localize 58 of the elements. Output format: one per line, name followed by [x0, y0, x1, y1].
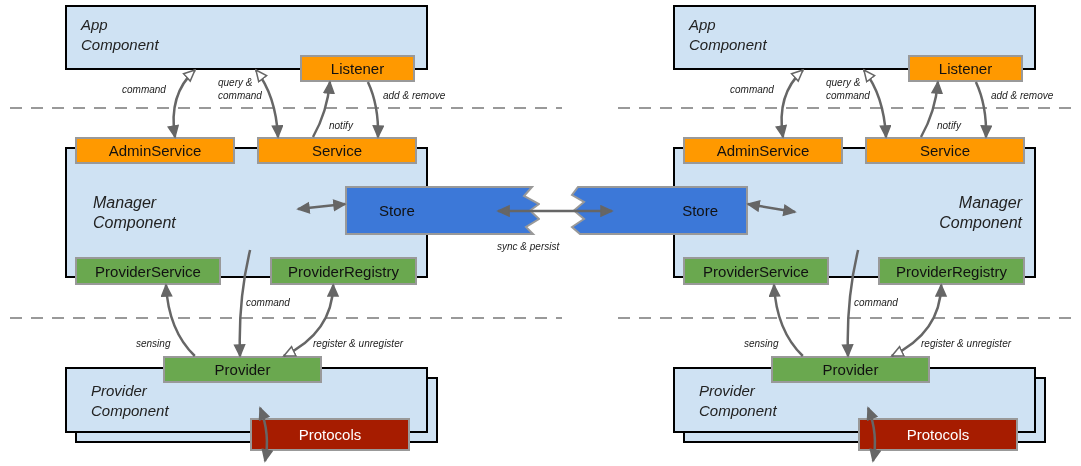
component-title: Manager Component — [93, 193, 177, 233]
module-box: Protocols — [858, 418, 1018, 451]
module-box: ProviderRegistry — [878, 257, 1025, 285]
edge-label: query & command — [826, 76, 871, 102]
module-box: Service — [257, 137, 417, 164]
store-box — [570, 186, 748, 235]
edge-label: query & command — [218, 76, 263, 102]
edge-label: add & remove — [383, 89, 446, 102]
arrow — [167, 69, 196, 138]
module-box: ProviderService — [683, 257, 829, 285]
edge-label: notify — [937, 119, 961, 132]
module-box: Service — [865, 137, 1025, 164]
module-box: Provider — [163, 356, 322, 383]
arrow — [283, 284, 339, 358]
arrow — [769, 284, 804, 357]
arrow — [311, 81, 335, 138]
module-box: Provider — [771, 356, 930, 383]
arrow — [841, 249, 860, 357]
store-label: Store — [379, 202, 415, 219]
edge-label: sensing — [136, 337, 171, 350]
arrow — [161, 284, 196, 357]
edge-label: command — [246, 296, 290, 309]
module-box: ProviderRegistry — [270, 257, 417, 285]
store-label: Store — [682, 202, 718, 219]
arrow — [891, 284, 947, 358]
module-box: AdminService — [683, 137, 843, 164]
store-box — [345, 186, 540, 235]
module-box: ProviderService — [75, 257, 221, 285]
module-box: Listener — [908, 55, 1023, 82]
edge-label: command — [854, 296, 898, 309]
edge-label: register & unregister — [921, 337, 1012, 350]
arrow — [497, 205, 613, 217]
edge-label: command — [730, 83, 774, 96]
arrow — [974, 81, 992, 138]
edge-label: add & remove — [991, 89, 1054, 102]
edge-label: sync & persist — [497, 240, 560, 253]
component-title: App Component — [81, 15, 160, 55]
arrow — [297, 199, 346, 214]
module-box: Protocols — [250, 418, 410, 451]
arrow — [747, 200, 796, 216]
edge-label: register & unregister — [313, 337, 404, 350]
arrow — [866, 407, 881, 462]
edge-label: notify — [329, 119, 353, 132]
arrow — [233, 249, 252, 357]
component-title: Manager Component — [938, 193, 1022, 233]
module-box: Listener — [300, 55, 415, 82]
arrow — [258, 407, 273, 462]
arrow — [919, 81, 943, 138]
module-box: AdminService — [75, 137, 235, 164]
edge-label: sensing — [744, 337, 779, 350]
component-title: Provider Component — [699, 381, 778, 421]
component-title: App Component — [689, 15, 768, 55]
edge-label: command — [122, 83, 166, 96]
arrow — [775, 69, 804, 138]
component-title: Provider Component — [91, 381, 170, 421]
arrow — [862, 69, 891, 138]
arrow — [366, 81, 384, 138]
arrow — [254, 69, 283, 138]
